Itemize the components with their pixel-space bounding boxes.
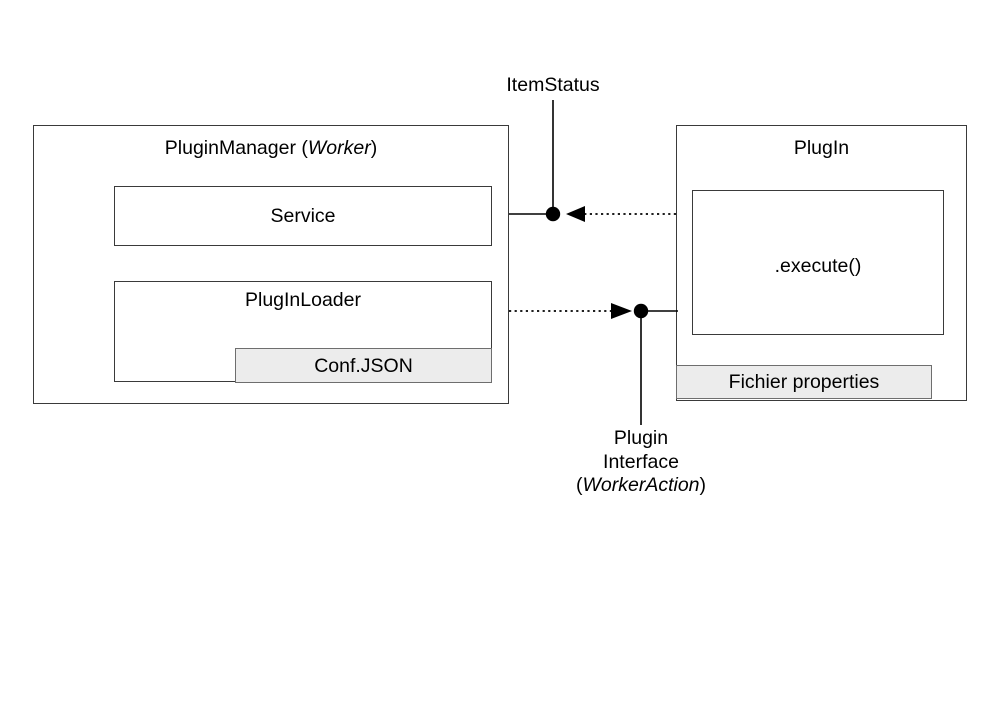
item-status-arrowhead [566,206,585,222]
service-box: Service [114,186,492,246]
item-status-label: ItemStatus [506,74,599,98]
plugin-manager-title: PluginManager (Worker) [34,137,508,160]
plugin-title: PlugIn [793,137,850,159]
item-status-label-text: ItemStatus [506,74,600,96]
plugin-interface-emphasis: WorkerAction [582,474,700,496]
conf-json-box: Conf.JSON [235,348,492,383]
plugin-manager-title-emphasis: Worker [307,137,371,159]
execute-box: .execute() [692,190,944,335]
plugin-interface-label-line3: (WorkerAction) [576,474,706,498]
plugin-interface-label-line1: Plugin [613,427,669,449]
properties-file-label: Fichier properties [728,371,880,393]
conf-json-label: Conf.JSON [314,355,413,377]
plugin-interface-paren-open: ( [575,474,583,496]
plugin-interface-arrowhead [611,303,632,319]
properties-file-box: Fichier properties [676,365,932,399]
service-label: Service [270,205,336,227]
plugin-interface-label: Plugin Interface (WorkerAction) [576,427,706,498]
plugin-manager-title-close: ) [370,137,378,159]
plugin-loader-label: PlugInLoader [244,289,361,311]
plugin-interface-paren-close: ) [699,474,707,496]
plugin-interface-junction-dot [633,303,649,319]
item-status-junction-dot [545,206,561,222]
plugin-manager-title-plain: PluginManager ( [164,137,308,159]
plugin-interface-label-line2: Interface [603,450,679,473]
execute-label: .execute() [774,255,862,277]
